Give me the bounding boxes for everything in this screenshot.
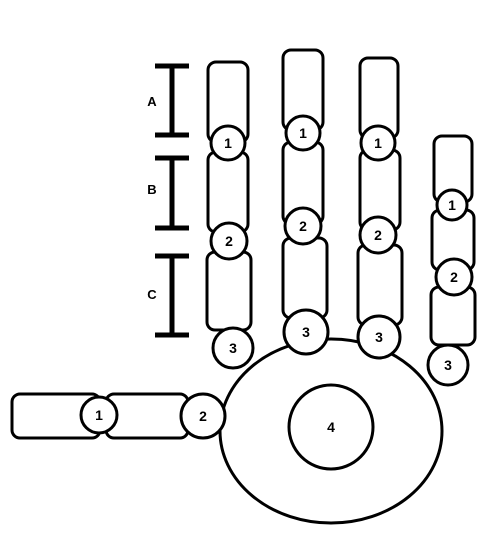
- bracket-label-a: A: [147, 94, 157, 109]
- thumb-joint-1-label: 1: [95, 407, 103, 423]
- pinky-joint-3-label: 3: [444, 357, 452, 373]
- ring-joint-3: [356, 314, 402, 360]
- index-joint-3: [211, 326, 255, 370]
- bracket-label-c: C: [147, 287, 157, 302]
- palm-center-label: 4: [327, 419, 335, 435]
- finger-index: 1 2 3: [205, 60, 255, 370]
- pinky-joint-1-label: 1: [448, 197, 456, 213]
- index-joint-2-label: 2: [225, 233, 233, 249]
- index-segment-proximal: [205, 250, 253, 332]
- middle-joint-1-label: 1: [299, 125, 307, 141]
- segment-brackets: A B C: [147, 63, 189, 338]
- middle-joint-3: [282, 308, 330, 356]
- bracket-label-b: B: [147, 182, 156, 197]
- pinky-joint-2: [434, 257, 474, 297]
- thumb-joint-1: [79, 395, 119, 435]
- bracket-a: A: [147, 63, 189, 138]
- middle-segment-proximal: [281, 236, 329, 320]
- thumb-joint-2-label: 2: [199, 408, 207, 424]
- bracket-b: B: [147, 155, 189, 231]
- index-joint-1-label: 1: [224, 135, 232, 151]
- index-segment-middle: [206, 150, 250, 234]
- ring-joint-1: [359, 124, 397, 162]
- index-joint-2: [209, 221, 249, 261]
- palm-center-joint: [287, 383, 375, 471]
- pinky-joint-1: [435, 188, 469, 222]
- ring-joint-2: [358, 215, 398, 255]
- index-joint-3-label: 3: [229, 340, 237, 356]
- finger-ring: 1 2 3: [356, 56, 404, 360]
- ring-joint-1-label: 1: [374, 135, 382, 151]
- bracket-c: C: [147, 253, 189, 338]
- thumb: 1 2: [10, 392, 227, 440]
- pinky-joint-3: [426, 343, 470, 387]
- finger-pinky: 1 2 3: [426, 134, 477, 387]
- ring-segment-proximal: [356, 243, 404, 327]
- middle-joint-2: [283, 206, 323, 246]
- ring-joint-2-label: 2: [374, 227, 382, 243]
- pinky-joint-2-label: 2: [450, 269, 458, 285]
- ring-joint-3-label: 3: [375, 329, 383, 345]
- index-joint-1: [209, 124, 247, 162]
- middle-joint-2-label: 2: [299, 218, 307, 234]
- finger-middle: 1 2 3: [281, 48, 330, 356]
- middle-joint-3-label: 3: [302, 324, 310, 340]
- thumb-joint-2: [179, 392, 227, 440]
- middle-joint-1: [284, 114, 322, 152]
